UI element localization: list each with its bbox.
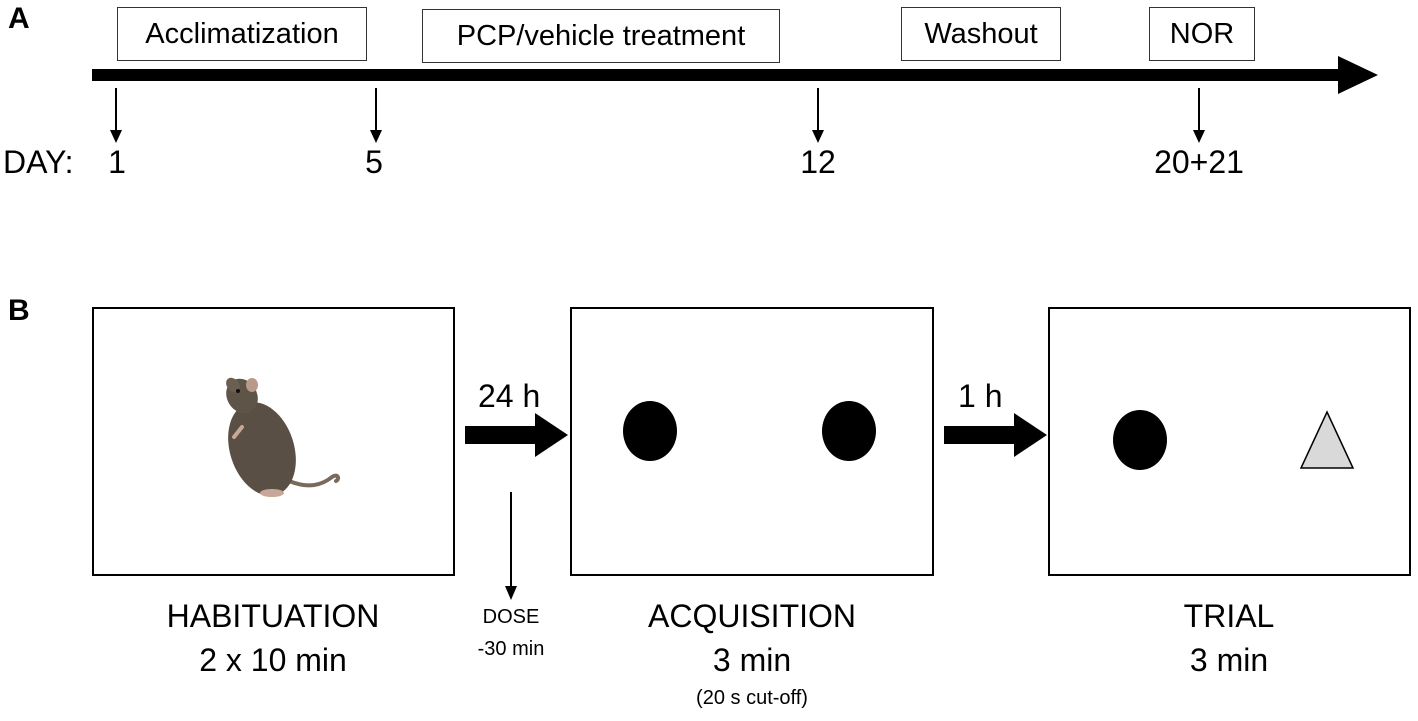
arena-habituation [92, 307, 455, 576]
stage-trial-title: TRIAL [1183, 598, 1275, 634]
stage-acquisition-note: (20 s cut-off) [696, 687, 808, 709]
object-triangle-novel [1299, 410, 1355, 469]
object-circle-familiar [1113, 410, 1167, 470]
dose-label: DOSE [482, 606, 540, 628]
dose-arrow [505, 492, 517, 600]
object-circle-left [623, 401, 677, 461]
panel-b-label: B [8, 294, 30, 327]
interval-arrow-1h [944, 413, 1047, 457]
interval-1h-label: 1 h [958, 378, 1003, 414]
stage-acquisition-duration: 3 min [712, 642, 792, 678]
phase-washout: Washout [901, 7, 1061, 61]
day-tick-arrow-5 [370, 88, 382, 143]
stage-acquisition-title: ACQUISITION [647, 598, 857, 634]
rat-icon [226, 377, 341, 497]
day-12: 12 [800, 144, 836, 180]
day-tick-arrow-12 [812, 88, 824, 143]
day-5: 5 [365, 144, 383, 180]
day-20-21: 20+21 [1154, 144, 1244, 180]
day-tick-arrow-20-21 [1193, 88, 1205, 143]
object-circle-right [822, 401, 876, 461]
panel-a-label: A [8, 2, 30, 35]
day-1: 1 [108, 144, 126, 180]
stage-habituation-title: HABITUATION [166, 598, 380, 634]
interval-24h-label: 24 h [478, 378, 541, 414]
interval-arrow-24h [465, 413, 568, 457]
arena-acquisition [570, 307, 934, 576]
day-prefix: DAY: [3, 144, 74, 180]
timeline-arrow [92, 56, 1378, 94]
phase-pcp-vehicle-treatment: PCP/vehicle treatment [422, 9, 780, 63]
day-tick-arrow-1 [110, 88, 122, 143]
stage-trial-duration: 3 min [1189, 642, 1269, 678]
arena-trial [1048, 307, 1411, 576]
phase-acclimatization: Acclimatization [117, 7, 367, 61]
stage-habituation-duration: 2 x 10 min [199, 642, 347, 678]
phase-nor: NOR [1149, 7, 1255, 61]
dose-time: -30 min [477, 638, 545, 660]
